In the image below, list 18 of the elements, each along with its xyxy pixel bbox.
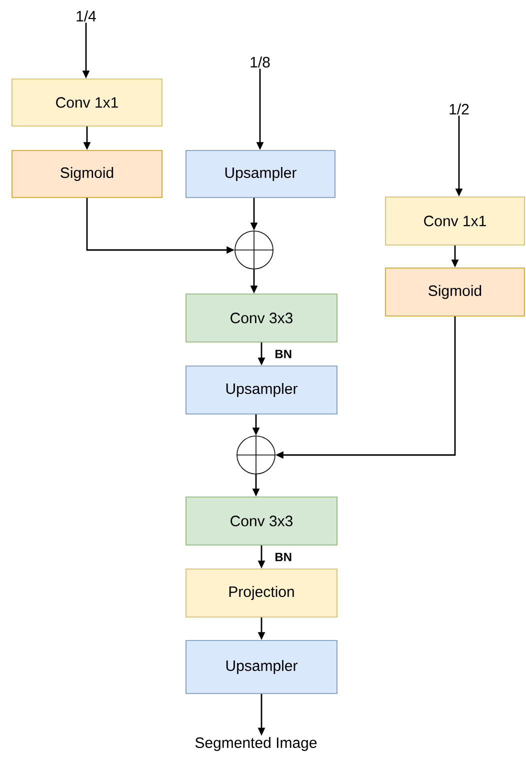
- sigmoid-box: Sigmoid: [385, 268, 525, 316]
- edge-label: BN: [276, 552, 292, 562]
- conv-box: Conv 3x3: [186, 496, 338, 546]
- process-box: Projection: [186, 568, 338, 618]
- upsampler-box: Upsampler: [186, 150, 336, 198]
- input-label: 1/4: [76, 10, 96, 22]
- edge-label: BN: [276, 350, 292, 358]
- conv-box: Conv 3x3: [186, 294, 338, 342]
- process-box: Conv 1x1: [12, 78, 162, 126]
- process-box: Conv 1x1: [385, 196, 525, 246]
- upsampler-box: Upsampler: [186, 366, 338, 414]
- upsampler-box: Upsampler: [186, 640, 338, 694]
- sigmoid-box: Sigmoid: [12, 150, 162, 198]
- input-label: 1/8: [250, 56, 270, 68]
- sum-circle: [234, 230, 274, 270]
- output-label: Segmented Image: [195, 737, 317, 751]
- input-label: 1/2: [450, 104, 469, 114]
- sum-circle: [236, 435, 276, 475]
